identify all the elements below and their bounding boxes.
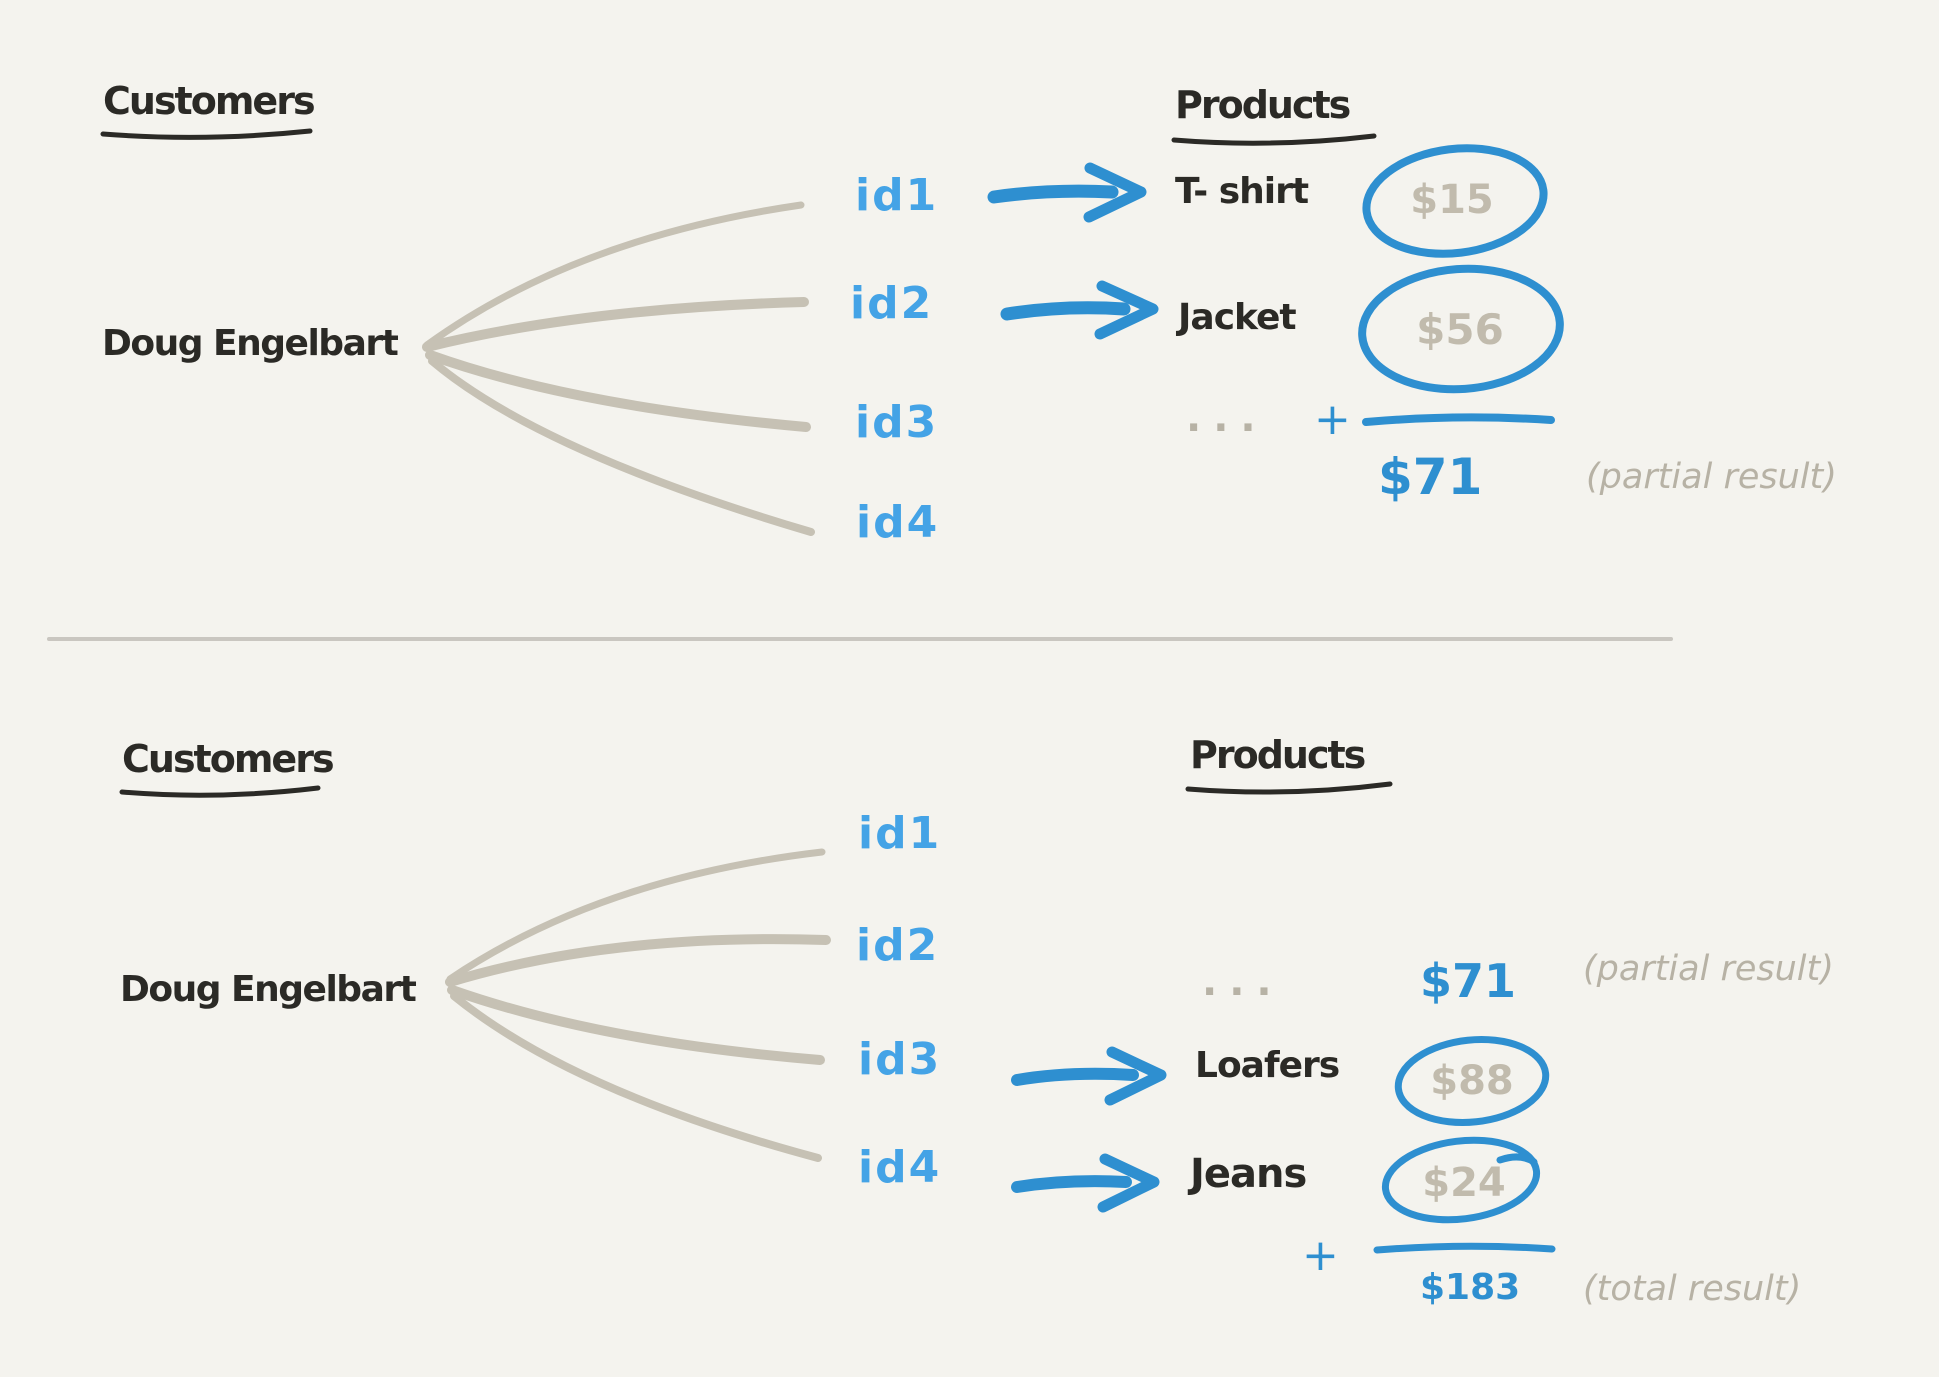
order-id-bottom-3: id3: [858, 1034, 942, 1085]
order-id-top-2: id2: [850, 278, 934, 329]
plus-sign-top: +: [1314, 394, 1351, 445]
mapping-arrow-id2-jacket: [1000, 280, 1159, 340]
sum-note-top: (partial result): [1586, 457, 1837, 497]
divider-line: [47, 637, 1673, 641]
fan-line-bottom-id4: [450, 992, 822, 1162]
sum-line-top: [1362, 413, 1555, 426]
customers-heading-top: Customers: [103, 79, 316, 123]
mapping-arrow-id3-loafers: [1011, 1046, 1167, 1106]
price-circle-88: [1394, 1035, 1550, 1127]
order-id-bottom-4: id4: [858, 1142, 942, 1193]
customer-name-bottom: Doug Engelbart: [120, 969, 417, 1010]
customer-name-top: Doug Engelbart: [102, 323, 399, 364]
customers-underline-top: [100, 128, 313, 140]
customers-heading-bottom: Customers: [122, 737, 335, 781]
price-circle-24-tail: [1496, 1153, 1538, 1166]
fan-line-top-id4: [428, 357, 815, 536]
carried-sum-value: $71: [1420, 954, 1517, 1008]
price-circle-15: [1362, 144, 1548, 258]
product-price-tshirt: $15: [1410, 177, 1494, 223]
product-name-loafers: Loafers: [1195, 1045, 1340, 1086]
sum-value-top: $71: [1378, 448, 1483, 506]
order-id-top-4: id4: [856, 497, 940, 548]
product-name-tshirt: T- shirt: [1175, 171, 1309, 212]
fan-line-bottom-id3: [447, 985, 825, 1065]
order-id-bottom-2: id2: [856, 920, 940, 971]
carried-sum-note: (partial result): [1583, 949, 1834, 989]
ellipsis-top: ...: [1186, 395, 1268, 441]
fan-line-top-id1: [423, 201, 805, 349]
customers-underline-bottom: [119, 785, 321, 798]
ellipsis-bottom: ...: [1202, 959, 1284, 1005]
product-name-jeans: Jeans: [1190, 1151, 1307, 1197]
products-heading-top: Products: [1175, 83, 1351, 127]
products-underline-top: [1171, 133, 1377, 146]
product-name-jacket: Jacket: [1178, 297, 1297, 338]
product-price-loafers: $88: [1430, 1058, 1514, 1104]
mapping-arrow-id4-jeans: [1011, 1153, 1160, 1213]
price-circle-24: [1381, 1136, 1541, 1224]
order-id-bottom-1: id1: [858, 808, 942, 859]
fan-line-bottom-id2: [445, 934, 831, 987]
fan-line-top-id2: [422, 297, 809, 352]
fan-line-bottom-id1: [446, 848, 826, 983]
order-id-top-1: id1: [855, 170, 939, 221]
sum-note-bottom: (total result): [1583, 1269, 1802, 1309]
mapping-arrow-id1-tshirt: [987, 162, 1147, 223]
product-price-jacket: $56: [1416, 305, 1504, 354]
price-circle-56: [1358, 264, 1564, 394]
order-id-top-3: id3: [855, 397, 939, 448]
product-price-jeans: $24: [1422, 1160, 1506, 1206]
sum-value-bottom: $183: [1420, 1267, 1521, 1308]
sum-line-bottom: [1373, 1242, 1556, 1254]
products-heading-bottom: Products: [1190, 733, 1366, 777]
fan-line-top-id3: [425, 350, 811, 432]
products-underline-bottom: [1185, 781, 1393, 795]
plus-sign-bottom: +: [1302, 1230, 1339, 1281]
